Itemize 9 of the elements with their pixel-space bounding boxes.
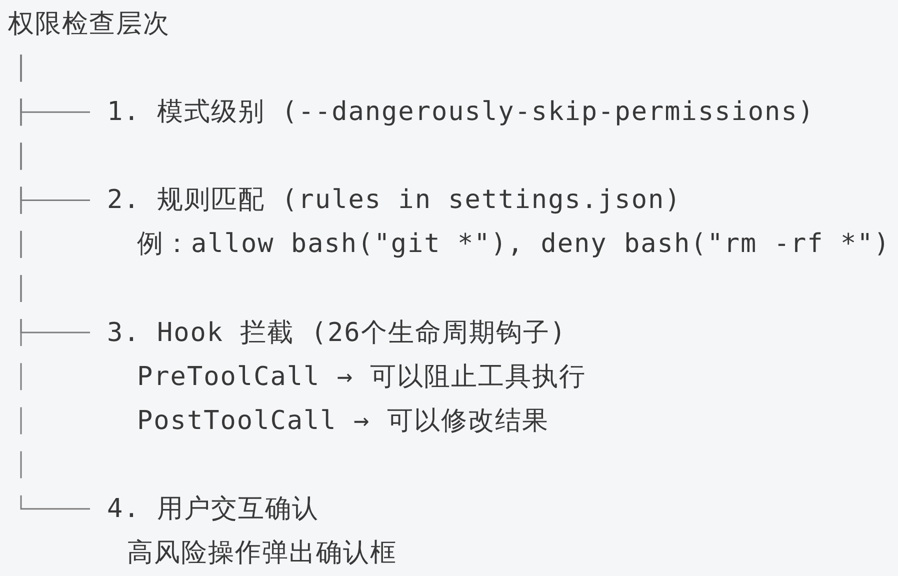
branch-label: 3. Hook 拦截 (26个生命周期钩子)	[107, 318, 566, 348]
note-text: PostToolCall → 可以修改结果	[137, 406, 549, 436]
branch-label: 4. 用户交互确认	[107, 494, 319, 524]
note-text: 例：allow bash("git *"), deny bash("rm -rf *")	[137, 229, 890, 260]
branch-label: 2. 规则匹配 (rules in settings.json)	[107, 185, 682, 216]
note-text: PreToolCall → 可以阻止工具执行	[137, 362, 586, 392]
note-text: 高风险操作弹出确认框	[127, 538, 397, 568]
branch-label: 1. 模式级别 (--dangerously-skip-permissions)	[107, 97, 815, 128]
root-label: 权限检查层次	[8, 9, 170, 39]
